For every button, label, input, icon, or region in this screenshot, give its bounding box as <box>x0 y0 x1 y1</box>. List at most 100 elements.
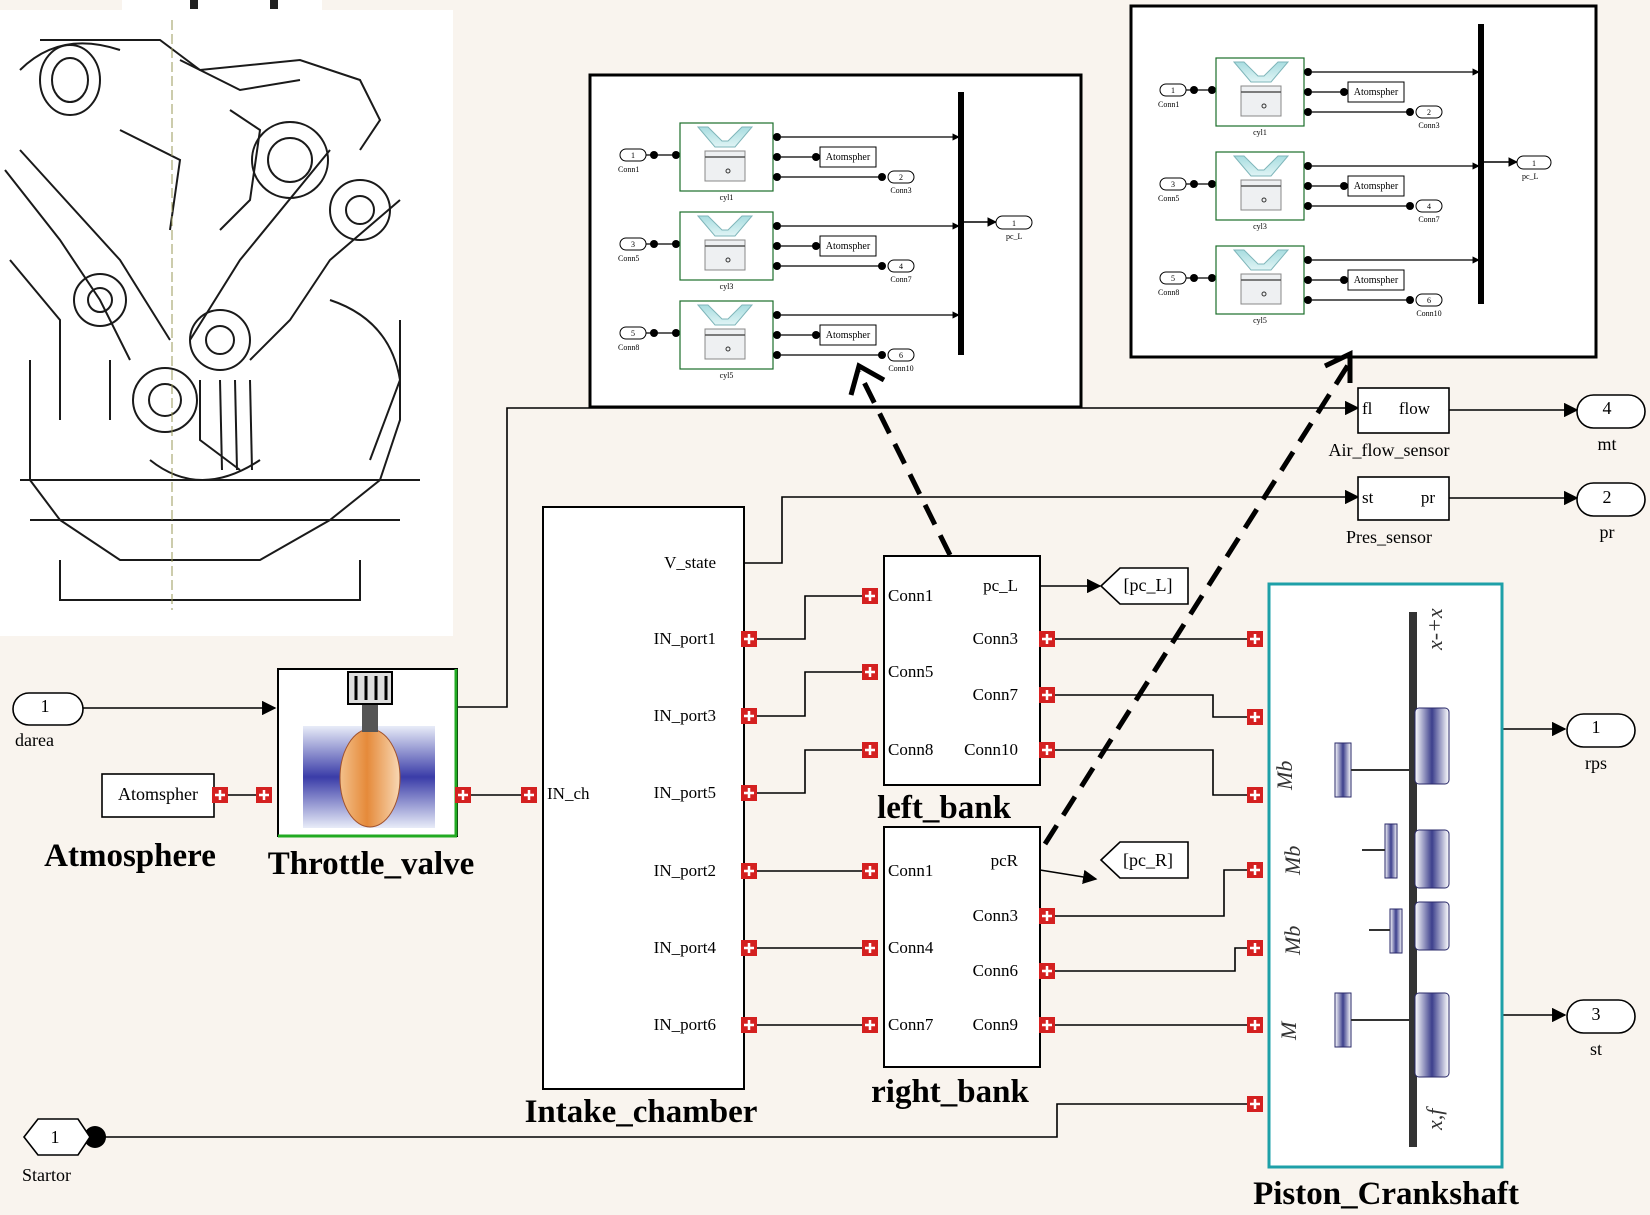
physical-port-marker <box>1247 940 1263 956</box>
outport-st-name: st <box>1590 1039 1602 1059</box>
outport-mt[interactable]: 4 mt <box>1577 395 1645 454</box>
subsystem-right-out-name: Conn10 <box>1416 309 1441 318</box>
physical-port-marker <box>1039 742 1055 758</box>
outport-rps-name: rps <box>1585 753 1607 773</box>
outport-rps-num: 1 <box>1592 717 1601 737</box>
physical-port-marker <box>1247 1017 1263 1033</box>
subsystem-right-atm-label: Atomspher <box>1354 87 1399 98</box>
intake-port-in_port4: IN_port4 <box>654 938 717 957</box>
subsystem-right-in-name: Conn1 <box>1158 100 1179 109</box>
atmosphere-block[interactable]: Atomspher Atmosphere <box>44 774 216 874</box>
intake-port-in_port6: IN_port6 <box>654 1015 716 1034</box>
outport-pr-num: 2 <box>1603 487 1612 507</box>
left-bank-in-conn1: Conn1 <box>888 586 933 605</box>
subsystem-left-atm-label: Atomspher <box>826 330 871 341</box>
piston-crankshaft-block[interactable]: Mb Mb Mb M x-+x x,f Piston_Crankshaft <box>1253 584 1519 1210</box>
inport-startor-num: 1 <box>51 1127 60 1147</box>
subsystem-right-out-num: 4 <box>1427 202 1431 211</box>
inport-startor[interactable]: 1 Startor <box>22 1119 90 1185</box>
physical-port-marker <box>862 940 878 956</box>
physical-port-marker <box>1247 862 1263 878</box>
goto-pc-R-text: [pc_R] <box>1123 850 1173 870</box>
right-bank-out-conn6: Conn6 <box>973 961 1018 980</box>
physical-port-marker <box>1039 687 1055 703</box>
inport-startor-name: Startor <box>22 1165 71 1185</box>
left-bank-out-pc-l: pc_L <box>983 576 1018 595</box>
subsystem-right-in-num: 1 <box>1171 86 1175 95</box>
intake-chamber-block[interactable]: IN_ch V_stateIN_port1IN_port3IN_port5IN_… <box>525 507 758 1130</box>
subsystem-left-in-name: Conn1 <box>618 165 639 174</box>
intake-port-v_state: V_state <box>664 553 716 572</box>
atmosphere-title: Atmosphere <box>44 838 216 874</box>
air-flow-sensor-block[interactable]: fl flow Air_flow_sensor <box>1329 388 1450 460</box>
subsystem-right-in-name: Conn8 <box>1158 288 1179 297</box>
physical-port-marker <box>862 1017 878 1033</box>
left-bank-in-conn8: Conn8 <box>888 740 933 759</box>
subsystem-left-cyl-label: cyl1 <box>720 193 734 202</box>
left-bank-out-conn3: Conn3 <box>973 629 1018 648</box>
throttle-valve-block[interactable]: Throttle_valve <box>268 669 475 882</box>
outport-st-num: 3 <box>1592 1004 1601 1024</box>
physical-port-marker <box>1247 631 1263 647</box>
subsystem-left-out-name: Conn10 <box>888 364 913 373</box>
svg-text:Mb: Mb <box>1272 761 1297 791</box>
subsystem-right-out-num: 1 <box>1532 159 1536 168</box>
outport-rps[interactable]: 1 rps <box>1567 714 1635 773</box>
subsystem-left-cyl-label: cyl3 <box>720 282 734 291</box>
intake-port-in_port2: IN_port2 <box>654 861 716 880</box>
physical-port-marker <box>862 588 878 604</box>
subsystem-right-out-name: Conn7 <box>1418 215 1439 224</box>
goto-pc-R[interactable]: [pc_R] <box>1101 842 1188 878</box>
subsystem-zoom-right: 1Conn1cyl1Atomspher2Conn33Conn5cyl3Atoms… <box>1131 6 1596 357</box>
intake-chamber-title: Intake_chamber <box>525 1094 758 1130</box>
subsystem-left-atm-label: Atomspher <box>826 241 871 252</box>
right-bank-out-conn3: Conn3 <box>973 906 1018 925</box>
physical-port-marker <box>455 787 471 803</box>
subsystem-right-atm-label: Atomspher <box>1354 181 1399 192</box>
outport-mt-name: mt <box>1597 434 1616 454</box>
intake-in-port: IN_ch <box>547 784 590 803</box>
subsystem-left-in-num: 3 <box>631 240 635 249</box>
outport-pr[interactable]: 2 pr <box>1577 483 1645 542</box>
pres-sensor-in: st <box>1362 488 1374 507</box>
left-bank-out-conn7: Conn7 <box>973 685 1019 704</box>
subsystem-left-in-num: 1 <box>631 151 635 160</box>
air-flow-sensor-out: flow <box>1399 399 1431 418</box>
outport-pr-name: pr <box>1600 522 1615 542</box>
subsystem-right-cyl-label: cyl1 <box>1253 128 1267 137</box>
subsystem-left-out-num: 6 <box>899 351 903 360</box>
subsystem-right-cyl-label: cyl5 <box>1253 316 1267 325</box>
outport-st[interactable]: 3 st <box>1567 1000 1635 1059</box>
intake-port-in_port3: IN_port3 <box>654 706 716 725</box>
subsystem-right-in-name: Conn5 <box>1158 194 1179 203</box>
physical-port-marker <box>741 785 757 801</box>
pres-sensor-block[interactable]: st pr Pres_sensor <box>1346 477 1449 547</box>
physical-port-marker <box>741 1017 757 1033</box>
physical-port-marker <box>521 787 537 803</box>
goto-pc-L-text: [pc_L] <box>1124 575 1173 595</box>
physical-port-marker <box>1247 787 1263 803</box>
physical-port-marker <box>212 787 228 803</box>
piston-crankshaft-title: Piston_Crankshaft <box>1253 1176 1519 1210</box>
right-bank-out-conn9: Conn9 <box>973 1015 1018 1034</box>
inport-darea-name: darea <box>15 730 54 750</box>
inport-darea[interactable]: 1 darea <box>13 693 83 750</box>
air-flow-sensor-title: Air_flow_sensor <box>1329 440 1450 460</box>
subsystem-right-out-num: 6 <box>1427 296 1431 305</box>
subsystem-left-in-num: 5 <box>631 329 635 338</box>
physical-port-marker <box>1039 908 1055 924</box>
subsystem-right-cyl-label: cyl3 <box>1253 222 1267 231</box>
outport-mt-num: 4 <box>1603 398 1612 418</box>
subsystem-left-cyl-label: cyl5 <box>720 371 734 380</box>
inport-darea-num: 1 <box>41 696 50 716</box>
goto-pc-L[interactable]: [pc_L] <box>1101 568 1188 604</box>
subsystem-left-out-num: 4 <box>899 262 903 271</box>
svg-text:x-+x: x-+x <box>1422 608 1447 651</box>
right-bank-in-conn1: Conn1 <box>888 861 933 880</box>
left-bank-title: left_bank <box>877 790 1012 826</box>
pres-sensor-title: Pres_sensor <box>1346 527 1432 547</box>
physical-port-marker <box>1039 963 1055 979</box>
